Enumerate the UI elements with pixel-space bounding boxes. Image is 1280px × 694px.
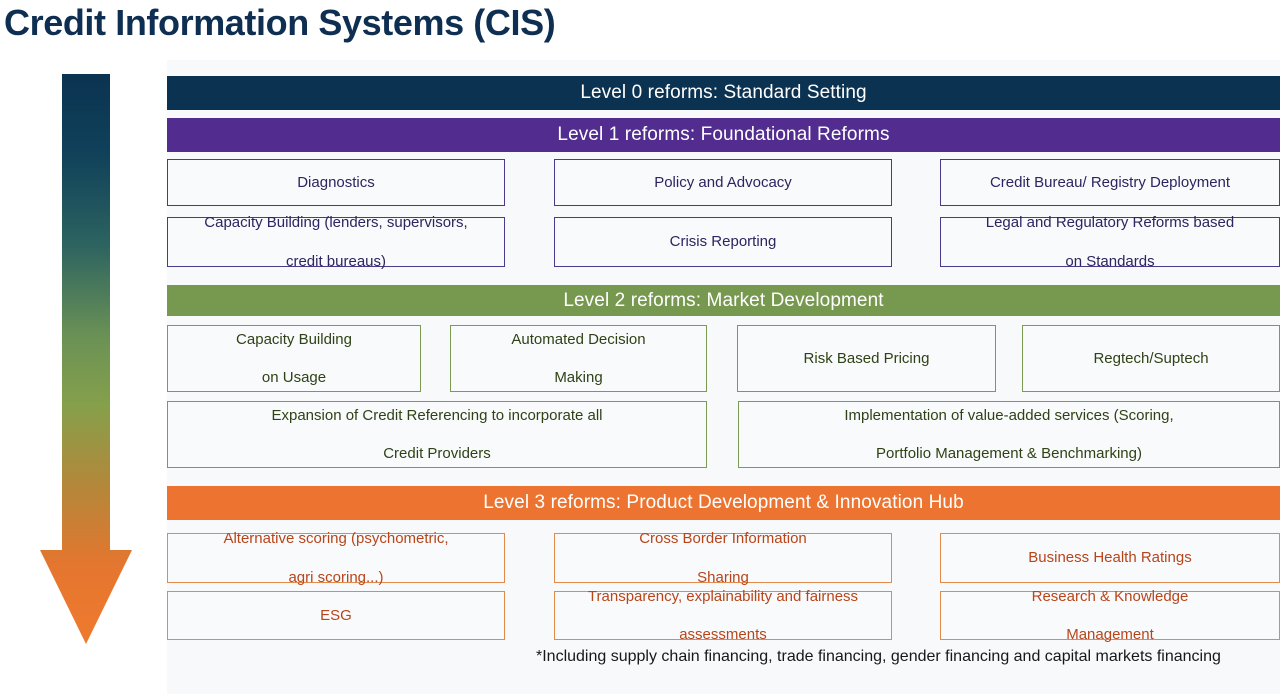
level-3-item-alternative-scoring[interactable]: Alternative scoring (psychometric, agri … [167,530,505,586]
level-2-bar: Level 2 reforms: Market Development [167,285,1280,316]
text-line: Business Health Ratings [1028,549,1192,567]
text-line: Credit Bureau/ Registry Deployment [989,173,1231,191]
text-line: assessments [679,626,767,644]
level-2-bar-label: Level 2 reforms: Market Development [563,289,884,311]
level-0-bar-label: Level 0 reforms: Standard Setting [580,82,867,103]
level-1-item-credit-bureau-registry-deployment[interactable]: Credit Bureau/ Registry Deployment [940,159,1280,206]
level-3-item-esg[interactable]: ESG [167,591,505,640]
level-1-item-policy-and-advocacy[interactable]: Policy and Advocacy [554,159,892,206]
text-line: Making [554,369,603,387]
text-line: Legal and Regulatory Reforms based [985,214,1235,232]
level-3-item-research-knowledge-management[interactable]: Research & Knowledge Management [940,588,1280,643]
level-1-item-diagnostics[interactable]: Diagnostics [167,159,505,206]
level-0-bar: Level 0 reforms: Standard Setting [167,76,1280,110]
text-line: Expansion of Credit Referencing to incor… [271,406,603,424]
text-line: ESG [320,606,352,624]
text-line: Research & Knowledge [1031,587,1189,605]
text-line: Capacity Building [236,330,352,348]
text-line: Portfolio Management & Benchmarking) [876,445,1142,463]
level-2-item-automated-decision-making[interactable]: Automated Decision Making [450,325,707,392]
level-3-item-transparency-explainability-fairness[interactable]: Transparency, explainability and fairnes… [554,588,892,643]
text-line: Implementation of value-added services (… [844,406,1174,424]
level-1-item-crisis-reporting[interactable]: Crisis Reporting [554,217,892,267]
level-3-item-cross-border-information-sharing[interactable]: Cross Border Information Sharing [554,530,892,586]
level-2-item-value-added-services[interactable]: Implementation of value-added services (… [738,401,1280,468]
level-2-item-capacity-building-on-usage[interactable]: Capacity Building on Usage [167,325,421,392]
text-line: Credit Providers [383,445,491,463]
level-3-bar-label: Level 3 reforms: Product Development & I… [483,492,964,513]
page-title: Credit Information Systems (CIS) [4,2,556,43]
level-1-item-legal-and-regulatory-reforms[interactable]: Legal and Regulatory Reforms based on St… [940,214,1280,270]
text-line: on Standards [1065,252,1155,270]
text-line: Diagnostics [297,173,375,191]
level-3-item-business-health-ratings[interactable]: Business Health Ratings [940,533,1280,583]
text-line: Cross Border Information [639,530,807,548]
text-line: Capacity Building (lenders, supervisors, [204,214,468,232]
text-line: Regtech/Suptech [1093,349,1209,367]
level-2-item-risk-based-pricing[interactable]: Risk Based Pricing [737,325,996,392]
text-line: Alternative scoring (psychometric, [223,530,449,548]
text-line: Crisis Reporting [669,233,777,251]
downward-progression-arrow [40,74,132,644]
text-line: Sharing [697,568,749,586]
text-line: credit bureaus) [285,252,387,270]
level-3-bar: Level 3 reforms: Product Development & I… [167,486,1280,520]
footnote-text: *Including supply chain financing, trade… [536,648,1221,665]
text-line: agri scoring...) [288,568,384,586]
text-line: Automated Decision [511,330,646,348]
level-1-bar-label: Level 1 reforms: Foundational Reforms [557,124,890,145]
level-1-bar: Level 1 reforms: Foundational Reforms [167,118,1280,152]
level-2-item-regtech-suptech[interactable]: Regtech/Suptech [1022,325,1280,392]
level-1-item-capacity-building[interactable]: Capacity Building (lenders, supervisors,… [167,214,505,270]
text-line: Risk Based Pricing [803,349,930,367]
text-line: Management [1066,626,1154,644]
text-line: on Usage [261,369,327,387]
text-line: Transparency, explainability and fairnes… [587,587,859,605]
text-line: Policy and Advocacy [654,173,792,191]
level-2-item-expansion-of-credit-referencing[interactable]: Expansion of Credit Referencing to incor… [167,401,707,468]
